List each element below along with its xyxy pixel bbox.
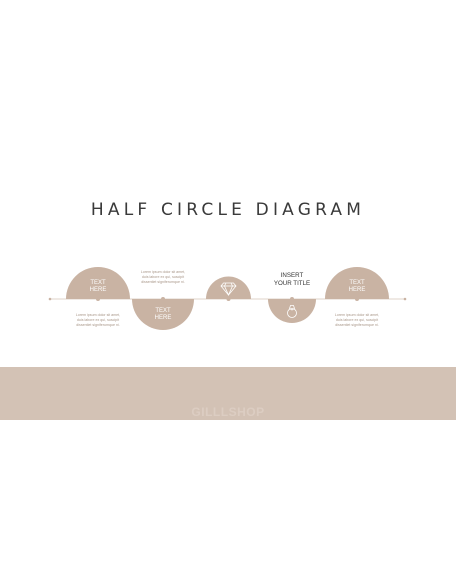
semicircle-up <box>66 267 130 299</box>
step-text-line1: Lorem ipsum dolor sit amet, <box>76 313 120 317</box>
step-text-line3: dissentiet signiferumque ni. <box>335 323 379 327</box>
step-dot <box>355 297 359 301</box>
semicircle-down-small <box>268 299 316 323</box>
semicircle-up-small <box>206 276 251 299</box>
step-text-line1: Lorem ipsum dolor sit amet, <box>335 313 379 317</box>
page-title: HALF CIRCLE DIAGRAM <box>90 200 366 220</box>
step-dot <box>96 297 100 301</box>
watermark-text: GILLLSHOP <box>191 405 265 419</box>
step-title-line2: YOUR TITLE <box>274 280 310 287</box>
step-dot <box>161 297 165 301</box>
timeline-end-dot <box>403 297 407 301</box>
step-text-line1: Lorem ipsum dolor sit amet, <box>141 270 185 274</box>
step-5: TEXT HERE Lorem ipsum dolor sit amet, du… <box>325 267 389 327</box>
ring-icon <box>287 305 297 318</box>
semicircle-down <box>132 299 194 330</box>
step-title-line1: INSERT <box>281 272 304 279</box>
semicircle-up <box>325 267 389 299</box>
step-4: INSERT YOUR TITLE <box>268 272 316 323</box>
step-2: TEXT HERE Lorem ipsum dolor sit amet, du… <box>132 270 194 330</box>
step-label-line1: TEXT <box>155 308 171 314</box>
footer-band <box>0 367 456 420</box>
step-label-line2: HERE <box>155 315 172 321</box>
step-1: TEXT HERE Lorem ipsum dolor sit amet, du… <box>66 267 130 327</box>
step-label-line2: HERE <box>349 287 366 293</box>
half-circle-diagram: TEXT HERE Lorem ipsum dolor sit amet, du… <box>48 267 407 330</box>
step-label-line2: HERE <box>90 287 107 293</box>
step-3 <box>206 276 251 301</box>
step-text-line2: duis labore ex qui, suscipit <box>142 275 184 279</box>
step-dot <box>226 297 231 301</box>
step-text-line2: duis labore ex qui, suscipit <box>77 318 119 322</box>
step-text-line3: dissentiet signiferumque ni. <box>76 323 120 327</box>
diamond-icon <box>220 282 237 296</box>
step-label-line1: TEXT <box>349 280 365 286</box>
step-text-line2: duis labore ex qui, suscipit <box>336 318 378 322</box>
step-dot <box>290 297 294 301</box>
step-text-line3: dissentiet signiferumque ni. <box>141 280 185 284</box>
timeline-start-dot <box>48 297 52 301</box>
step-label-line1: TEXT <box>90 280 106 286</box>
